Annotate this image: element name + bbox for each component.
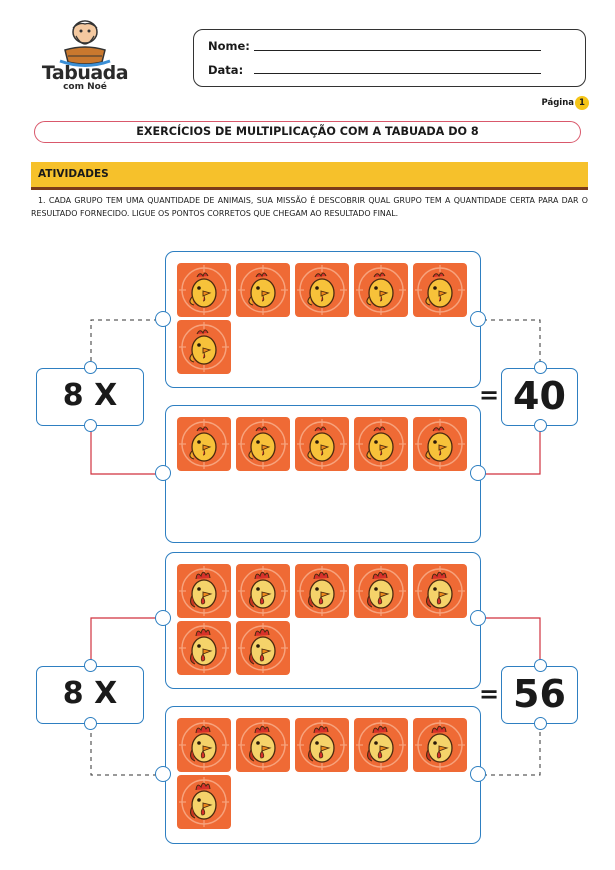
name-label: Nome: xyxy=(208,39,250,53)
connect-dot-group-1a-right[interactable] xyxy=(470,311,486,327)
date-line[interactable] xyxy=(254,73,541,74)
connect-dot-multiplier-1-top[interactable] xyxy=(84,361,97,374)
connect-dot-group-1b-left[interactable] xyxy=(155,465,171,481)
rooster-icon xyxy=(177,718,231,772)
animal-group-1b xyxy=(165,405,481,543)
rooster-icon xyxy=(177,775,231,829)
equals-sign-2: = xyxy=(479,680,500,708)
connect-dot-group-2b-right[interactable] xyxy=(470,766,486,782)
chick-icon xyxy=(177,320,231,374)
rooster-icon xyxy=(177,621,231,675)
rooster-icon xyxy=(177,564,231,618)
connect-dot-result-2-top[interactable] xyxy=(534,659,547,672)
chick-icon xyxy=(295,263,349,317)
red-link-right-a2 xyxy=(483,617,541,665)
connect-dot-result-1-top[interactable] xyxy=(534,361,547,374)
instructions-text: 1. CADA GRUPO TEM UMA QUANTIDADE DE ANIM… xyxy=(31,196,588,218)
connect-dot-group-1a-left[interactable] xyxy=(155,311,171,327)
multiplier-box-1: 8 X xyxy=(36,368,144,426)
chick-icon xyxy=(413,417,467,471)
result-box-2: 56 xyxy=(501,666,578,724)
logo-subtitle: com Noé xyxy=(63,82,107,92)
red-link-right-b1 xyxy=(483,425,541,475)
connect-dot-result-1-bottom[interactable] xyxy=(534,419,547,432)
logo: Tabuada com Noé xyxy=(30,14,140,98)
page-label: Página xyxy=(541,98,574,108)
animal-group-2b xyxy=(165,706,481,844)
connect-dot-multiplier-2-top[interactable] xyxy=(84,659,97,672)
connect-dot-multiplier-2-bottom[interactable] xyxy=(84,717,97,730)
rooster-icon xyxy=(236,564,290,618)
result-box-1: 40 xyxy=(501,368,578,426)
section-header: ATIVIDADES xyxy=(31,162,588,187)
animal-group-2a xyxy=(165,552,481,689)
rooster-icon xyxy=(413,564,467,618)
dashed-link-left-b2 xyxy=(90,725,163,776)
student-info-box: Nome: Data: xyxy=(193,29,586,87)
chick-icon xyxy=(236,417,290,471)
chick-icon xyxy=(177,417,231,471)
animal-group-1a xyxy=(165,251,481,388)
chick-icon xyxy=(177,263,231,317)
chick-icon xyxy=(295,417,349,471)
rooster-icon xyxy=(354,718,408,772)
connect-dot-group-2b-left[interactable] xyxy=(155,766,171,782)
rooster-icon xyxy=(354,564,408,618)
page-title: EXERCÍCIOS DE MULTIPLICAÇÃO COM A TABUAD… xyxy=(34,121,581,143)
rooster-icon xyxy=(413,718,467,772)
red-link-left-b1 xyxy=(90,425,163,475)
name-line[interactable] xyxy=(254,50,541,51)
rooster-icon xyxy=(295,718,349,772)
rooster-icon xyxy=(295,564,349,618)
logo-title: Tabuada xyxy=(41,62,129,84)
rooster-icon xyxy=(236,718,290,772)
chick-icon xyxy=(354,417,408,471)
chick-icon xyxy=(236,263,290,317)
multiplier-box-2: 8 X xyxy=(36,666,144,724)
red-link-left-a2 xyxy=(90,617,163,665)
connect-dot-multiplier-1-bottom[interactable] xyxy=(84,419,97,432)
dashed-link-right-b2 xyxy=(483,725,541,776)
page-number-badge: 1 xyxy=(575,96,589,110)
connect-dot-group-1b-right[interactable] xyxy=(470,465,486,481)
rooster-icon xyxy=(236,621,290,675)
dashed-link-right-a1 xyxy=(483,319,541,369)
chick-icon xyxy=(413,263,467,317)
date-label: Data: xyxy=(208,63,244,77)
equals-sign-1: = xyxy=(479,381,500,409)
connect-dot-result-2-bottom[interactable] xyxy=(534,717,547,730)
connect-dot-group-2a-right[interactable] xyxy=(470,610,486,626)
chick-icon xyxy=(354,263,408,317)
noah-mascot-icon xyxy=(59,20,111,67)
connect-dot-group-2a-left[interactable] xyxy=(155,610,171,626)
dashed-link-left-a1 xyxy=(90,319,163,369)
section-divider xyxy=(31,187,588,190)
